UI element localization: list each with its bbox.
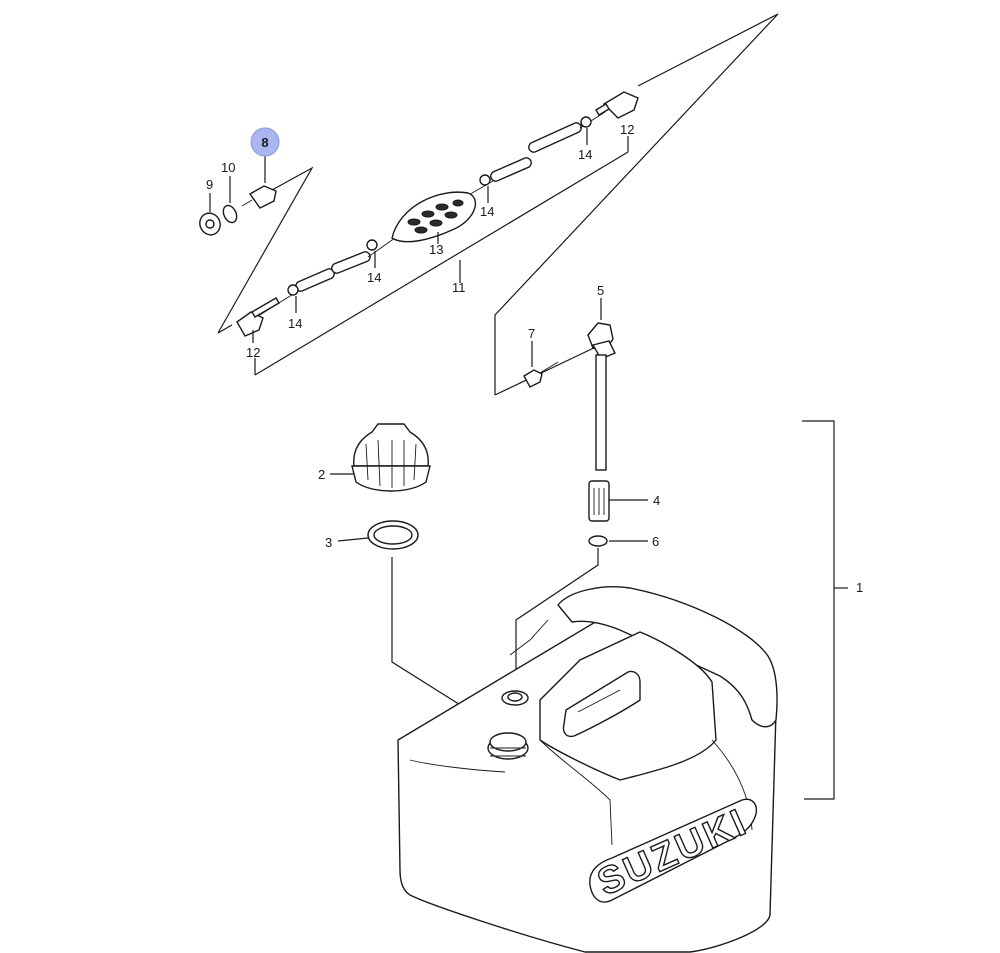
- callout-13[interactable]: 13: [429, 242, 443, 257]
- callout-1[interactable]: 1: [856, 580, 863, 595]
- hose-clip[interactable]: [287, 116, 592, 313]
- callout-9[interactable]: 9: [206, 177, 213, 192]
- callout-4[interactable]: 4: [653, 493, 660, 508]
- gasket-3[interactable]: [337, 520, 419, 550]
- callout-5[interactable]: 5: [597, 283, 604, 298]
- svg-text:10: 10: [221, 160, 235, 175]
- svg-text:11: 11: [452, 280, 466, 295]
- callout-14-d[interactable]: 14: [578, 147, 592, 162]
- hose-connector[interactable]: [236, 91, 639, 343]
- air-vent-7[interactable]: [523, 341, 559, 388]
- primer-bulb[interactable]: [391, 191, 477, 244]
- callout-11[interactable]: 11: [452, 280, 466, 295]
- callout-10[interactable]: 10: [221, 160, 235, 175]
- fuel-hose-panel: [217, 13, 779, 396]
- callout-6[interactable]: 6: [652, 534, 659, 549]
- svg-text:6: 6: [652, 534, 659, 549]
- callout-2[interactable]: 2: [318, 467, 325, 482]
- callout-8-highlighted[interactable]: 8: [250, 127, 280, 157]
- fuel-connector-8[interactable]: [241, 153, 277, 209]
- svg-text:1: 1: [856, 580, 863, 595]
- callout-12-lower[interactable]: 12: [246, 345, 260, 360]
- svg-text:12: 12: [620, 122, 634, 137]
- o-ring-6[interactable]: [588, 535, 648, 547]
- callout-12-upper[interactable]: 12: [620, 122, 634, 137]
- fuel-tank-1[interactable]: SUZUKI: [397, 586, 778, 953]
- callout-8-highlight-circle: [250, 127, 280, 157]
- callout-14-b[interactable]: 14: [367, 270, 381, 285]
- callout-7[interactable]: 7: [528, 326, 535, 341]
- svg-text:14: 14: [480, 204, 494, 219]
- svg-text:2: 2: [318, 467, 325, 482]
- callout-8: 8: [261, 135, 268, 150]
- svg-text:14: 14: [367, 270, 381, 285]
- svg-text:13: 13: [429, 242, 443, 257]
- callout-14-a[interactable]: 14: [288, 316, 302, 331]
- fuel-cap-2[interactable]: [330, 423, 431, 492]
- svg-text:12: 12: [246, 345, 260, 360]
- svg-text:3: 3: [325, 535, 332, 550]
- callout-14-c[interactable]: 14: [480, 204, 494, 219]
- fuel-outlet-5[interactable]: [587, 298, 616, 471]
- leader-oring: [515, 548, 599, 690]
- svg-text:7: 7: [528, 326, 535, 341]
- svg-text:5: 5: [597, 283, 604, 298]
- nut-9[interactable]: [196, 193, 223, 238]
- filter-4[interactable]: [588, 480, 648, 522]
- svg-text:4: 4: [653, 493, 660, 508]
- svg-text:14: 14: [578, 147, 592, 162]
- washer-10[interactable]: [221, 176, 239, 225]
- svg-text:14: 14: [288, 316, 302, 331]
- callout-3[interactable]: 3: [325, 535, 332, 550]
- bracket-1: [802, 420, 835, 800]
- svg-text:9: 9: [206, 177, 213, 192]
